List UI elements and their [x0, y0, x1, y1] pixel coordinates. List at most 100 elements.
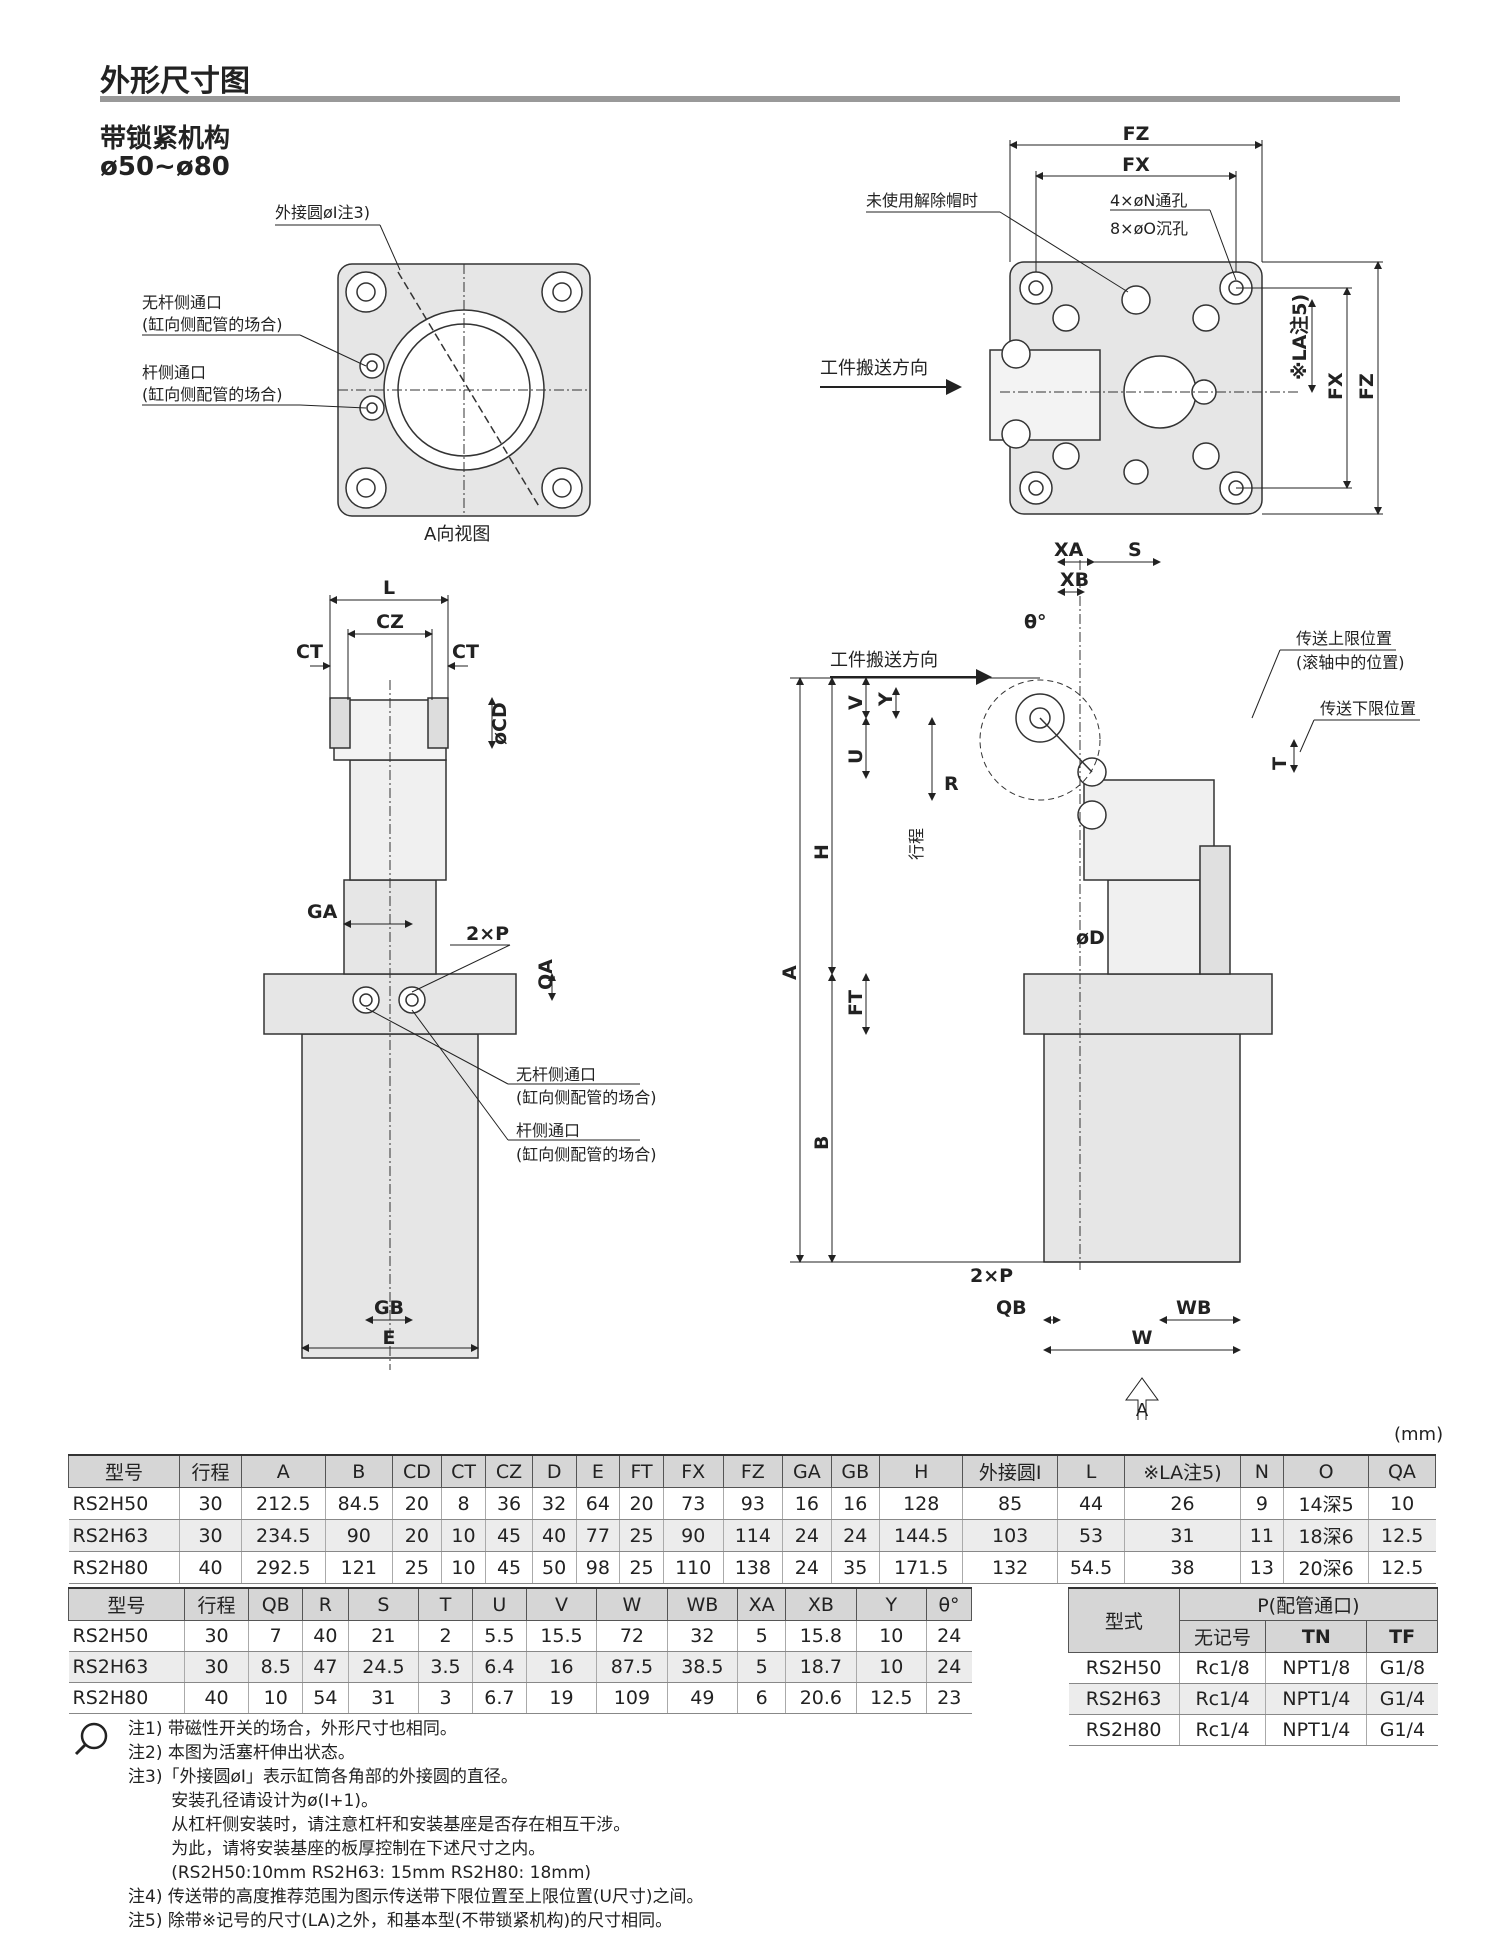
table-cell: NPT1/8	[1265, 1652, 1367, 1684]
table-cell: 30	[179, 1487, 242, 1520]
dim-ga: GA	[307, 901, 338, 923]
table-cell: 40	[302, 1620, 349, 1652]
table-cell: 121	[324, 1551, 393, 1584]
stroke-label: 行程	[907, 828, 926, 860]
table-cell: 20	[392, 1519, 442, 1552]
table-cell: 144.5	[878, 1519, 963, 1552]
table-cell: 25	[392, 1551, 442, 1584]
dimension-drawing: 外接圆øI注3) 无杆侧通口 (缸向侧配管的场合) 杆侧通口 (缸向侧配管的场合…	[142, 123, 1420, 1420]
table-cell: 24	[926, 1651, 972, 1683]
table-cell: 6.4	[471, 1651, 527, 1683]
table-cell: 5	[737, 1651, 786, 1683]
column-header: U	[471, 1587, 527, 1621]
a-view-caption: A向视图	[424, 524, 490, 545]
table-cell: 73	[662, 1487, 724, 1520]
upper-limit-note: (滚轴中的位置)	[1296, 653, 1405, 672]
column-header: 行程	[179, 1454, 242, 1488]
column-header: XB	[785, 1587, 857, 1621]
subheader-none: 无记号	[1178, 1620, 1267, 1653]
header-model: 型式	[1068, 1587, 1180, 1653]
header-port: P(配管通口)	[1178, 1587, 1439, 1621]
table-cell: 18.7	[785, 1651, 857, 1683]
table-cell: 2	[418, 1620, 473, 1652]
table-cell: Rc1/4	[1178, 1683, 1266, 1715]
dim-2p-side: 2×P	[970, 1265, 1013, 1287]
table-cell: 49	[666, 1682, 738, 1714]
table-cell: 10	[855, 1620, 927, 1652]
table-cell: 9	[1239, 1487, 1284, 1520]
table-cell: 24.5	[347, 1651, 419, 1683]
conveying-direction-side: 工件搬送方向	[830, 650, 938, 671]
note-line: 从杠杆侧安装时，请注意杠杆和安装基座是否存在相互干涉。	[128, 1815, 631, 1835]
dim-theta: θ°	[1024, 611, 1047, 633]
rod-port-note: (缸向侧配管的场合)	[142, 385, 283, 404]
dim-qb: QB	[996, 1297, 1027, 1319]
table-cell: 32	[531, 1487, 576, 1520]
table-cell: 24	[782, 1519, 832, 1552]
table-cell: 14深5	[1283, 1487, 1369, 1520]
table-cell: 40	[179, 1551, 242, 1584]
column-header: S	[347, 1587, 420, 1621]
column-header: 型号	[68, 1587, 185, 1621]
a-view-drawing	[337, 263, 591, 517]
table-cell: 32	[666, 1620, 738, 1652]
table-cell: 30	[183, 1620, 249, 1652]
table-cell: 26	[1124, 1487, 1241, 1520]
rod-port-label: 杆侧通口	[142, 363, 206, 382]
note-line: 为此，请将安装基座的板厚控制在下述尺寸之内。	[128, 1839, 546, 1859]
note-line: 安装孔径请设计为ø(I+1)。	[128, 1791, 378, 1811]
table-cell: 6	[737, 1682, 786, 1714]
table-cell: 292.5	[241, 1551, 326, 1584]
table-cell: 171.5	[878, 1551, 963, 1584]
table-cell: 11	[1239, 1519, 1284, 1552]
top-view-dimensions	[820, 140, 1383, 515]
table-cell: 10	[440, 1519, 486, 1552]
table-cell: RS2H50	[68, 1487, 180, 1520]
table-cell: 40	[183, 1682, 249, 1714]
table-cell: 35	[830, 1551, 880, 1584]
upper-limit-label: 传送上限位置	[1296, 629, 1392, 648]
dim-cd: øCD	[489, 702, 511, 745]
table-header-row: 型式 P(配管通口)	[1068, 1587, 1439, 1653]
table-cell: 10	[248, 1682, 303, 1714]
table-cell: 110	[662, 1551, 724, 1584]
table-cell: 10	[1367, 1487, 1436, 1520]
table-cell: 10	[440, 1551, 486, 1584]
table-cell: 5.5	[471, 1620, 527, 1652]
unit-label: (mm)	[1394, 1424, 1444, 1445]
table-cell: G1/8	[1366, 1652, 1438, 1684]
column-header: T	[418, 1587, 473, 1621]
dim-fx-side: FX	[1325, 372, 1347, 400]
title-underline	[100, 96, 1400, 102]
dim-ct-right: CT	[452, 641, 479, 663]
through-hole-label: 4×øN通孔	[1110, 191, 1187, 210]
table-cell: 45	[485, 1519, 533, 1552]
dim-fx-top: FX	[1122, 154, 1150, 176]
column-header: GA	[782, 1454, 832, 1488]
table-cell: 16	[525, 1651, 597, 1683]
table-cell: Rc1/4	[1178, 1714, 1266, 1746]
table-cell: 50	[531, 1551, 576, 1584]
column-header: CZ	[485, 1454, 533, 1488]
table-cell: 109	[596, 1682, 668, 1714]
table-cell: 31	[1124, 1519, 1241, 1552]
table-cell: 54	[302, 1682, 349, 1714]
column-header: W	[596, 1587, 668, 1621]
table-cell: 6.7	[471, 1682, 527, 1714]
subheader-tn: TN	[1265, 1620, 1368, 1653]
dim-e: E	[383, 1327, 396, 1349]
table-cell: 44	[1056, 1487, 1125, 1520]
table-cell: 45	[485, 1551, 533, 1584]
column-header: CD	[392, 1454, 442, 1488]
dim-a: A	[779, 965, 801, 980]
table-cell: 13	[1239, 1551, 1284, 1584]
table-cell: 18深6	[1283, 1519, 1369, 1552]
table-cell: 24	[830, 1519, 880, 1552]
table-cell: 3	[418, 1682, 473, 1714]
